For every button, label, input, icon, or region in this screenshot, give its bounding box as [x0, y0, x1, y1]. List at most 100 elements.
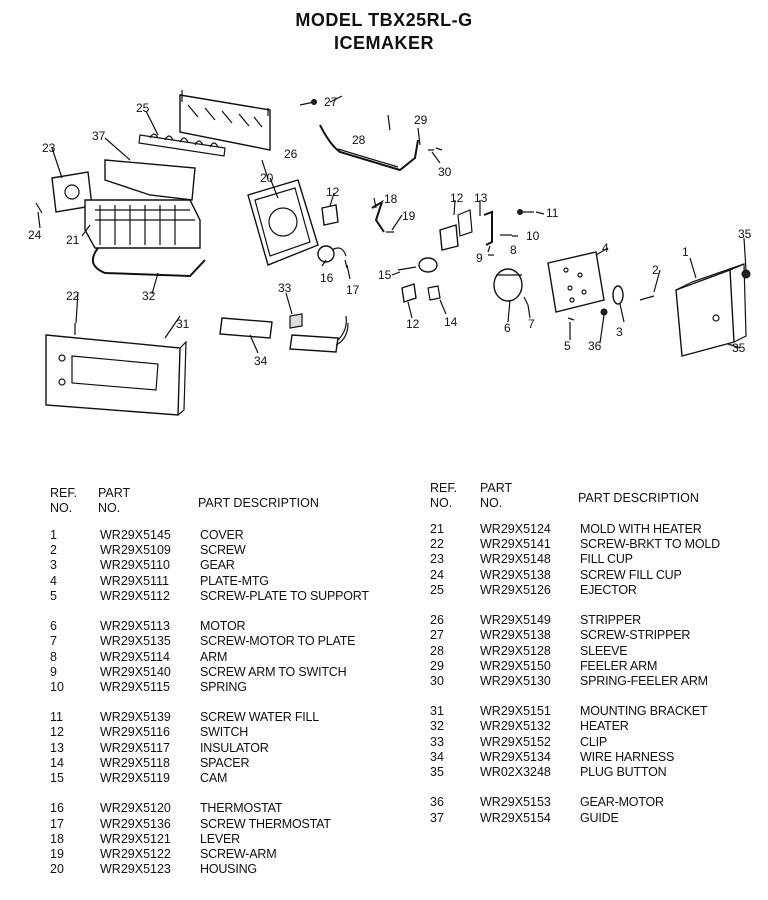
ref-cell: 24 — [430, 567, 444, 582]
ref-cell: 17 — [50, 816, 64, 831]
switch-part-3 — [401, 283, 417, 303]
ref-cell: 12 — [50, 725, 64, 740]
diagram-label-7: 7 — [528, 317, 535, 331]
mounting-bracket-part — [45, 334, 187, 416]
part-number-cell: WR29X5130 — [480, 673, 551, 688]
screw-head-icon — [311, 99, 317, 105]
mold-part — [84, 199, 201, 249]
diagram-label-27: 27 — [324, 95, 338, 109]
description-cell: ARM — [200, 649, 228, 664]
diagram-label-8: 8 — [510, 243, 517, 257]
exploded-parts-diagram: 1 2 3 4 5 6 7 8 9 10 11 12 12 12 13 14 1… — [28, 90, 752, 416]
stripper-part — [179, 90, 271, 151]
ref-cell: 15 — [50, 771, 64, 785]
description-cell: SPRING-FEELER ARM — [580, 673, 708, 688]
ref-cell: 3 — [50, 558, 57, 573]
description-cell: MOUNTING BRACKET — [580, 704, 708, 719]
part-number-cell: WR29X5136 — [100, 816, 171, 831]
description-cell: HOUSING — [200, 862, 257, 877]
ref-cell: 16 — [50, 801, 64, 816]
description-cell: SPRING — [200, 679, 247, 694]
description-cell: FILL CUP — [580, 552, 633, 567]
thermostat-screw-part — [344, 259, 348, 269]
page-title: MODEL TBX25RL-G — [295, 10, 473, 30]
part-number-cell: WR29X5114 — [100, 649, 170, 664]
diagram-label-23: 23 — [42, 141, 56, 155]
ref-cell: 20 — [50, 862, 64, 877]
ref-cell: 5 — [50, 588, 57, 603]
ref-cell: 9 — [50, 664, 57, 679]
diagram-label-34: 34 — [254, 354, 268, 368]
ref-cell: 29 — [430, 658, 444, 673]
part-number-cell: WR29X5120 — [100, 801, 171, 816]
diagram-label-28: 28 — [352, 133, 366, 147]
ref-header-left: REF.NO. — [50, 486, 78, 515]
diagram-label-21: 21 — [66, 233, 80, 247]
ref-cell: 10 — [50, 679, 64, 694]
diagram-label-10: 10 — [526, 229, 540, 243]
diagram-label-16: 16 — [320, 271, 334, 285]
part-number-cell: WR29X5149 — [480, 613, 551, 628]
description-cell: CLIP — [580, 734, 607, 749]
part-number-cell: WR29X5110 — [100, 558, 170, 573]
part-number-cell: WR29X5154 — [480, 810, 551, 825]
gear-motor-part — [600, 308, 608, 316]
diagram-label-12c: 12 — [406, 317, 420, 331]
description-cell: EJECTOR — [580, 582, 637, 597]
ref-cell: 11 — [50, 710, 63, 725]
description-cell: SCREW-STRIPPER — [580, 628, 691, 643]
switch-part — [321, 204, 339, 226]
ref-cell: 31 — [430, 704, 444, 719]
ref-cell: 7 — [50, 634, 57, 649]
part-number-cell: WR29X5132 — [480, 719, 551, 734]
description-cell: COVER — [200, 528, 244, 542]
part-number-cell: WR29X5145 — [100, 528, 171, 542]
part-number-cell: WR29X5124 — [480, 522, 551, 536]
diagram-label-25: 25 — [136, 101, 150, 115]
wire-harness-part — [219, 315, 349, 353]
description-cell: PLATE-MTG — [200, 573, 269, 588]
diagram-label-29: 29 — [414, 113, 428, 127]
description-cell: GEAR — [200, 558, 235, 573]
diagram-label-22: 22 — [66, 289, 80, 303]
ref-cell: 2 — [50, 543, 57, 558]
description-cell: SPACER — [200, 755, 250, 770]
diagram-label-1: 1 — [682, 245, 689, 259]
diagram-label-17: 17 — [346, 283, 360, 297]
ref-cell: 27 — [430, 628, 444, 643]
part-number-cell: WR29X5151 — [480, 704, 551, 719]
description-cell: LEVER — [200, 831, 240, 846]
diagram-label-37: 37 — [92, 129, 106, 143]
diagram-label-4: 4 — [602, 241, 609, 255]
table-row: 3 WR29X5110 GEAR — [50, 558, 410, 573]
part-number-cell: WR29X5111 — [100, 573, 170, 588]
diagram-label-2: 2 — [652, 263, 659, 277]
gear-part — [612, 285, 624, 305]
diagram-label-35b: 35 — [732, 341, 746, 355]
part-number-cell: WR29X5148 — [480, 552, 551, 567]
diagram-label-3: 3 — [616, 325, 623, 339]
ref-cell: 35 — [430, 765, 444, 779]
ref-cell: 32 — [430, 719, 444, 734]
guide-part — [104, 159, 196, 201]
ref-cell: 28 — [430, 643, 444, 658]
description-cell: SCREW-BRKT TO MOLD — [580, 537, 720, 552]
ref-cell: 8 — [50, 649, 57, 664]
desc-header-left: PART DESCRIPTION — [198, 496, 319, 510]
description-cell: MOLD WITH HEATER — [580, 522, 702, 536]
